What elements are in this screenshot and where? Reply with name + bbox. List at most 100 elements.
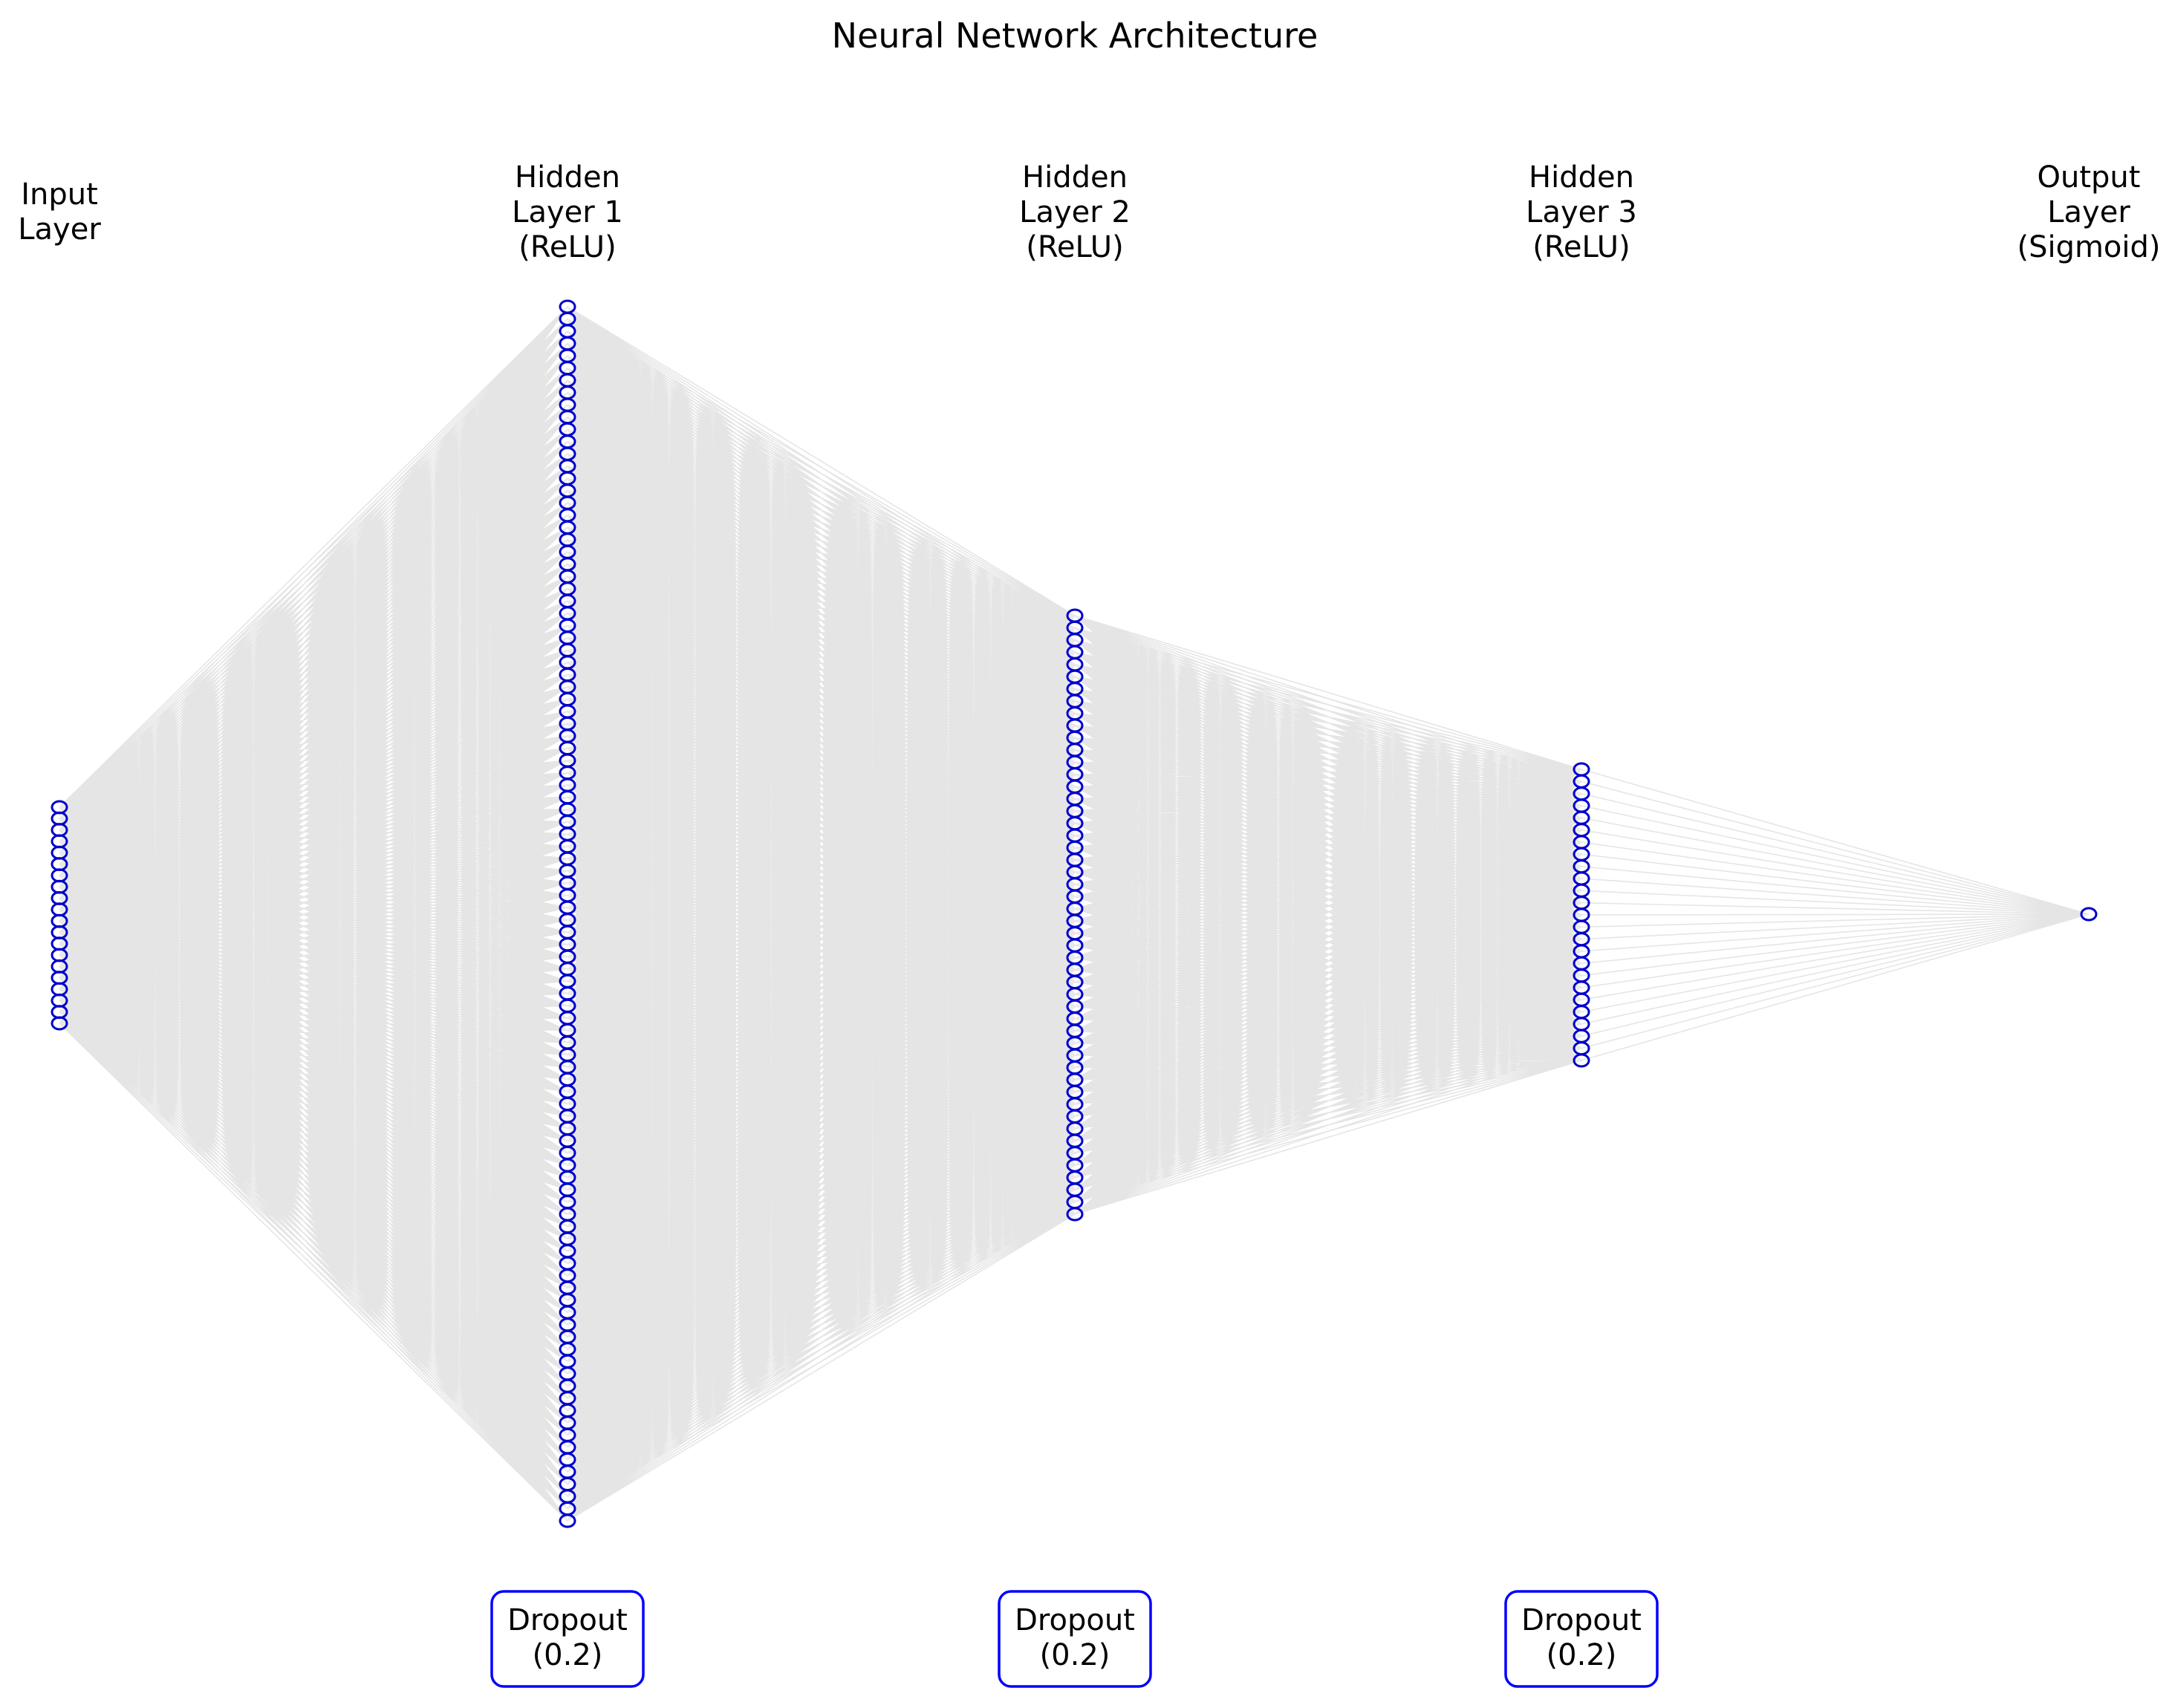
neuron bbox=[559, 459, 576, 474]
neuron bbox=[559, 1097, 576, 1111]
dropout-boxes: Dropout(0.2)Dropout(0.2)Dropout(0.2) bbox=[490, 1590, 1659, 1688]
neuron bbox=[1573, 835, 1590, 850]
neuron bbox=[51, 845, 68, 860]
neuron bbox=[559, 336, 576, 351]
neuron bbox=[51, 913, 68, 928]
neuron bbox=[559, 1427, 576, 1442]
neuron bbox=[51, 948, 68, 962]
neuron bbox=[559, 483, 576, 498]
neuron bbox=[1066, 828, 1084, 843]
neuron bbox=[559, 1415, 576, 1430]
neuron bbox=[1066, 1072, 1084, 1087]
dropout-label-line: Dropout bbox=[1521, 1603, 1642, 1637]
neuron bbox=[559, 520, 576, 535]
layer-label-line: Input bbox=[21, 177, 98, 212]
neuron bbox=[559, 495, 576, 510]
neuron bbox=[559, 1011, 576, 1026]
neuron bbox=[1573, 774, 1590, 789]
neuron bbox=[1573, 810, 1590, 825]
neuron bbox=[559, 974, 576, 988]
neuron bbox=[559, 1035, 576, 1050]
connections-hidden-2-to-hidden-3 bbox=[1074, 615, 1582, 1215]
neuron bbox=[559, 851, 576, 866]
neuron bbox=[559, 1170, 576, 1185]
neuron bbox=[559, 1158, 576, 1173]
neuron bbox=[51, 1016, 68, 1031]
neuron bbox=[559, 802, 576, 817]
dropout-box-3: Dropout(0.2) bbox=[1504, 1590, 1659, 1688]
neuron bbox=[1066, 975, 1084, 989]
neuron bbox=[1573, 992, 1590, 1007]
dropout-box-border bbox=[1504, 1590, 1659, 1688]
neuron bbox=[559, 1256, 576, 1271]
neuron bbox=[559, 900, 576, 915]
neuron bbox=[1573, 859, 1590, 874]
neuron bbox=[559, 1244, 576, 1259]
neuron bbox=[1573, 944, 1590, 959]
neuron bbox=[1066, 620, 1084, 635]
neuron bbox=[1066, 767, 1084, 782]
neuron bbox=[559, 815, 576, 829]
neuron bbox=[1573, 980, 1590, 995]
neuron bbox=[559, 299, 576, 314]
neuron bbox=[51, 959, 68, 974]
neuron bbox=[51, 936, 68, 951]
neuron bbox=[51, 902, 68, 917]
neuron bbox=[559, 434, 576, 449]
neuron bbox=[559, 1060, 576, 1075]
connections-hidden-1-to-hidden-2 bbox=[567, 306, 1076, 1522]
neuron bbox=[1066, 669, 1084, 684]
neuron bbox=[1573, 798, 1590, 813]
neuron bbox=[1066, 1048, 1084, 1063]
neuron bbox=[559, 508, 576, 523]
neuron bbox=[559, 1477, 576, 1491]
neuron bbox=[1066, 743, 1084, 757]
neuron bbox=[559, 1231, 576, 1246]
neuron bbox=[559, 1440, 576, 1455]
neuron bbox=[1066, 1158, 1084, 1173]
layer-label-line: Layer bbox=[18, 212, 101, 247]
neuron bbox=[559, 668, 576, 682]
neuron bbox=[1573, 956, 1590, 971]
neuron bbox=[559, 1378, 576, 1393]
neuron bbox=[51, 868, 68, 883]
neuron bbox=[1066, 1011, 1084, 1026]
neuron bbox=[2080, 907, 2098, 922]
layer-label-line: Hidden bbox=[1022, 160, 1128, 195]
neuron bbox=[1066, 926, 1084, 941]
neuron bbox=[559, 1502, 576, 1516]
neuron bbox=[1066, 1146, 1084, 1161]
neuron bbox=[559, 913, 576, 928]
neuron bbox=[1066, 962, 1084, 977]
neuron bbox=[1066, 902, 1084, 916]
neuron bbox=[559, 827, 576, 841]
layer-label-line: (ReLU) bbox=[518, 230, 616, 264]
neuron bbox=[51, 823, 68, 838]
neuron bbox=[559, 1207, 576, 1222]
neuron bbox=[1066, 938, 1084, 953]
neuron bbox=[1573, 968, 1590, 983]
neuron bbox=[1066, 718, 1084, 733]
neuron bbox=[559, 1513, 576, 1528]
neuron bbox=[1573, 786, 1590, 801]
neuron bbox=[1066, 731, 1084, 745]
neuron bbox=[1066, 853, 1084, 867]
neuron bbox=[559, 1452, 576, 1467]
connections-hidden-3-to-output bbox=[1581, 769, 2090, 1061]
neuron bbox=[1066, 999, 1084, 1014]
neurons bbox=[51, 299, 2098, 1528]
dropout-box-1: Dropout(0.2) bbox=[490, 1590, 645, 1688]
dropout-box-border bbox=[490, 1590, 645, 1688]
neuron bbox=[559, 1268, 576, 1283]
neuron bbox=[559, 373, 576, 388]
neuron bbox=[51, 971, 68, 985]
neuron bbox=[559, 1047, 576, 1062]
neuron bbox=[1066, 645, 1084, 659]
neuron bbox=[559, 937, 576, 952]
